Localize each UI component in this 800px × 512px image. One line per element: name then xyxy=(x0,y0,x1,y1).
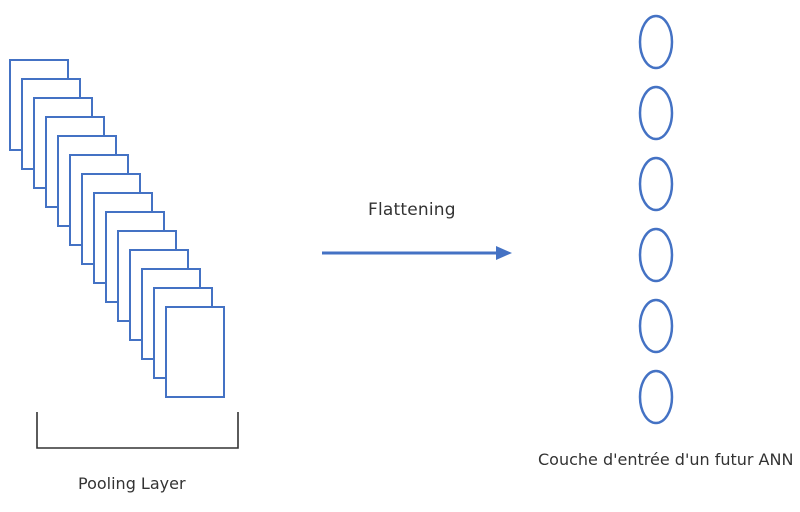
pooling-feature-maps xyxy=(9,59,225,398)
flattening-arrow-head xyxy=(496,246,512,260)
input-neuron xyxy=(638,298,674,354)
input-neuron xyxy=(638,156,674,212)
input-neuron xyxy=(638,85,674,141)
pooling-bracket xyxy=(36,412,239,449)
pooling-layer-label: Pooling Layer xyxy=(78,474,186,493)
ann-input-layer-label: Couche d'entrée d'un futur ANN xyxy=(538,450,794,469)
input-neuron xyxy=(638,227,674,283)
input-neurons xyxy=(638,14,674,425)
input-neuron xyxy=(638,14,674,70)
feature-map xyxy=(165,306,225,398)
flattening-label: Flattening xyxy=(368,200,456,220)
input-neuron xyxy=(638,369,674,425)
